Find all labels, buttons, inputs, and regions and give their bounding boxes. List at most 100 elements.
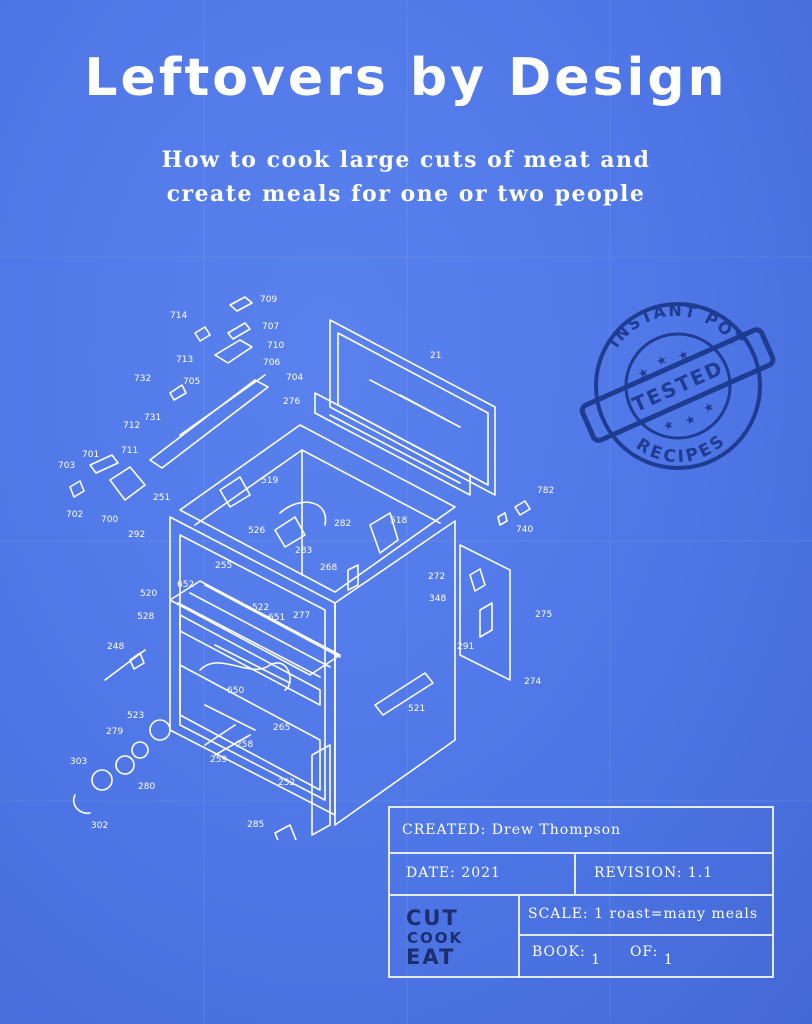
part-number: 650 xyxy=(227,686,244,696)
part-number: 252 xyxy=(278,778,295,788)
part-number: 259 xyxy=(210,755,227,765)
part-number: 292 xyxy=(128,530,145,540)
part-number: 519 xyxy=(261,476,278,486)
logo-line-cook: COOK xyxy=(407,929,464,947)
part-number: 248 xyxy=(107,642,124,652)
part-number: 520 xyxy=(140,589,157,599)
divider xyxy=(518,896,520,978)
part-number: 523 xyxy=(127,711,144,721)
part-number: 651 xyxy=(268,613,285,623)
paper-fold xyxy=(609,0,611,1024)
cover-subtitle: How to cook large cuts of meat and creat… xyxy=(0,143,812,211)
star-icon: ★ xyxy=(676,347,692,364)
book-label: BOOK: xyxy=(532,944,586,960)
date-value: 2021 xyxy=(461,865,501,881)
part-number: 282 xyxy=(334,519,351,529)
part-number: 521 xyxy=(408,704,425,714)
scale-row: SCALE: 1 roast=many meals xyxy=(520,896,772,936)
part-number: 707 xyxy=(262,322,279,332)
part-number: 275 xyxy=(535,610,552,620)
part-number: 731 xyxy=(144,413,161,423)
part-number: 782 xyxy=(537,486,554,496)
star-icon: ★ xyxy=(654,352,670,369)
part-number: 706 xyxy=(263,358,280,368)
part-number: 280 xyxy=(138,782,155,792)
created-cell: CREATED: Drew Thompson xyxy=(402,822,621,838)
cut-cook-eat-logo: CUT COOK EAT xyxy=(406,908,463,968)
part-number: 285 xyxy=(247,820,264,830)
star-icon: ★ xyxy=(661,417,677,434)
part-number: 291 xyxy=(457,642,474,652)
subtitle-line-1: How to cook large cuts of meat and xyxy=(161,147,651,173)
part-number: 701 xyxy=(82,450,99,460)
part-number: 518 xyxy=(390,516,407,526)
stamp-star-icons: ★ ★ ★ ★ ★ ★ xyxy=(635,347,717,434)
part-number: 528 xyxy=(137,612,154,622)
part-number: 652 xyxy=(177,580,194,590)
part-number: 526 xyxy=(248,526,265,536)
created-row: CREATED: Drew Thompson xyxy=(390,808,772,854)
part-number: 705 xyxy=(183,377,200,387)
paper-fold xyxy=(0,800,812,802)
star-icon: ★ xyxy=(701,399,717,416)
part-number: 265 xyxy=(273,723,290,733)
paper-fold xyxy=(406,0,408,1024)
created-label: CREATED: xyxy=(402,822,487,838)
paper-fold xyxy=(203,0,205,1024)
tested-recipes-stamp: INSTANT POT RECIPES TESTED ★ ★ ★ ★ ★ ★ xyxy=(579,301,776,470)
part-number: 710 xyxy=(267,341,284,351)
part-number: 21 xyxy=(430,351,441,361)
part-number: 274 xyxy=(524,677,541,687)
part-number: 279 xyxy=(106,727,123,737)
logo-line-cut: CUT xyxy=(406,906,459,930)
revision-label: REVISION: xyxy=(594,865,683,881)
part-number: 283 xyxy=(295,546,312,556)
cover-title: Leftovers by Design xyxy=(84,48,728,108)
part-number: 732 xyxy=(134,374,151,384)
part-labels: 709 714 707 710 713 706 732 705 704 21 2… xyxy=(58,295,554,831)
revision-cell: REVISION: 1.1 xyxy=(594,865,713,881)
part-number: 712 xyxy=(123,421,140,431)
part-number: 272 xyxy=(428,572,445,582)
paper-fold xyxy=(0,256,812,258)
part-number: 740 xyxy=(516,525,533,535)
part-number: 702 xyxy=(66,510,83,520)
scale-cell: SCALE: 1 roast=many meals xyxy=(528,906,758,922)
part-number: 303 xyxy=(70,757,87,767)
logo-line-eat: EAT xyxy=(406,945,456,969)
scale-value: 1 roast=many meals xyxy=(594,906,759,922)
revision-value: 1.1 xyxy=(687,865,714,881)
of-label: OF: xyxy=(629,944,659,960)
date-row: DATE: 2021 REVISION: 1.1 xyxy=(390,854,772,896)
part-number: 704 xyxy=(286,373,303,383)
oven-exploded-diagram: 709 714 707 710 713 706 732 705 704 21 2… xyxy=(58,295,554,840)
part-number: 714 xyxy=(170,311,187,321)
part-number: 251 xyxy=(153,493,170,503)
diagram-lines xyxy=(69,296,531,840)
created-value: Drew Thompson xyxy=(491,822,622,838)
subtitle-line-2: create meals for one or two people xyxy=(166,181,646,207)
part-number: 703 xyxy=(58,461,75,471)
part-number: 258 xyxy=(236,740,253,750)
part-number: 711 xyxy=(121,446,138,456)
date-cell: DATE: 2021 xyxy=(406,865,501,881)
date-label: DATE: xyxy=(406,865,456,881)
stamp-banner xyxy=(579,327,776,443)
part-number: 348 xyxy=(429,594,446,604)
part-number: 713 xyxy=(176,355,193,365)
part-number: 700 xyxy=(101,515,118,525)
part-number: 302 xyxy=(91,821,108,831)
part-number: 709 xyxy=(260,295,277,305)
title-block: CREATED: Drew Thompson DATE: 2021 REVISI… xyxy=(388,806,774,978)
part-number: 277 xyxy=(293,611,310,621)
part-number: 276 xyxy=(283,397,300,407)
divider xyxy=(574,854,576,894)
book-value: 1 xyxy=(591,952,602,968)
part-number: 268 xyxy=(320,563,337,573)
part-number: 522 xyxy=(252,603,269,613)
part-number: 255 xyxy=(215,561,232,571)
star-icon: ★ xyxy=(635,364,651,381)
star-icon: ★ xyxy=(682,411,698,428)
of-value: 1 xyxy=(663,952,674,968)
